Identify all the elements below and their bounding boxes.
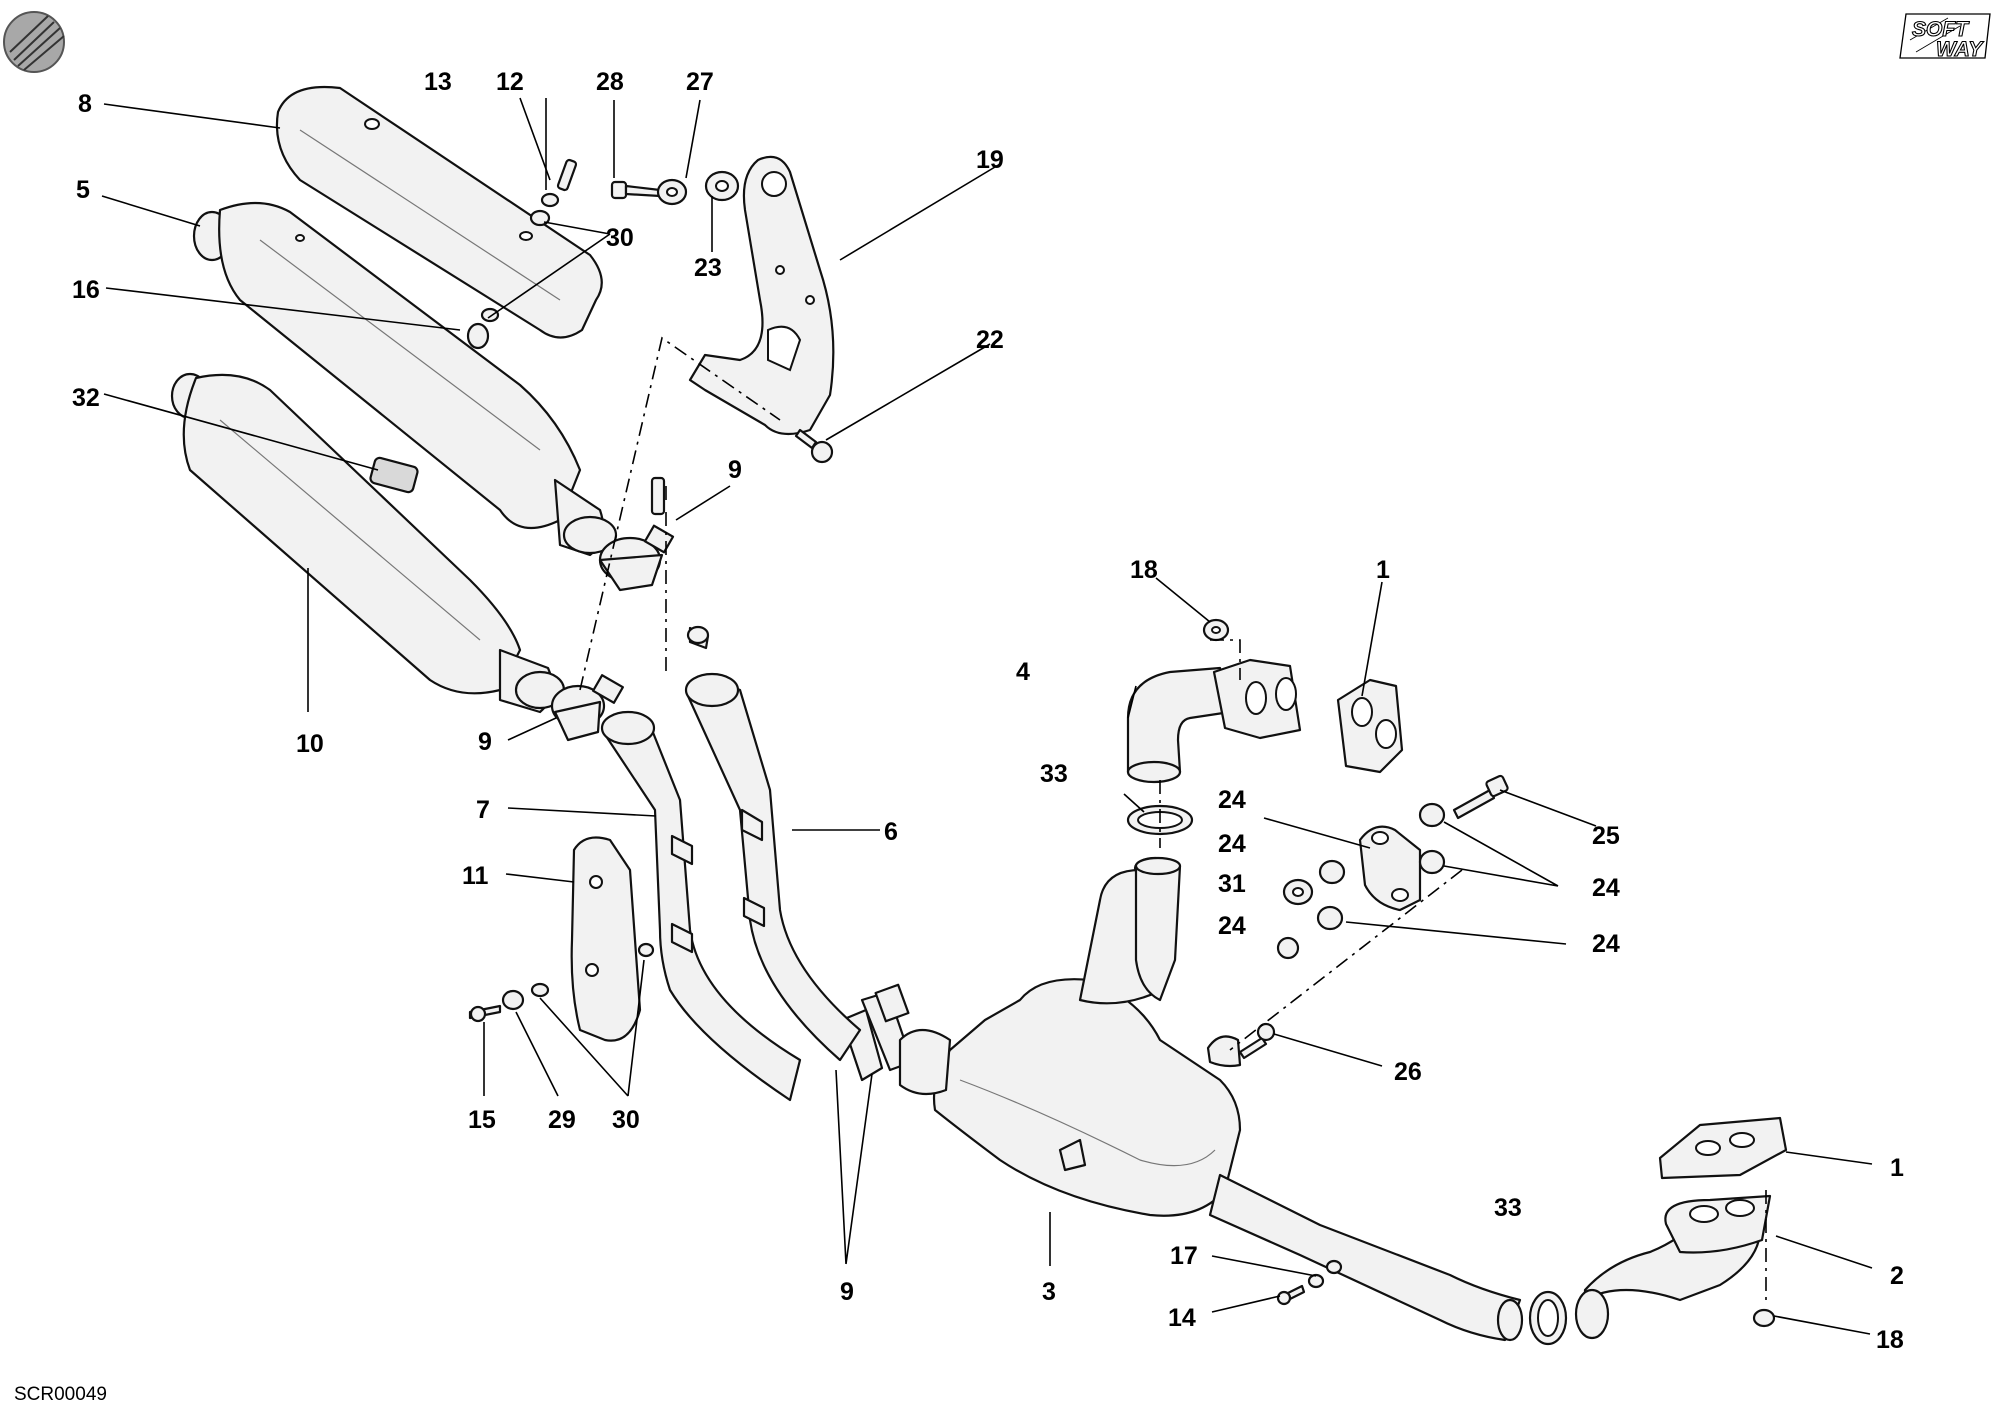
logo-line-2: WAY	[1936, 38, 1984, 61]
callout-14: 16	[72, 276, 100, 304]
logo-line-1: SOFT	[1912, 18, 1970, 41]
callout-5: 5	[76, 176, 90, 204]
leader-lines	[101, 97, 1873, 1335]
callout-30-top: 30	[606, 224, 634, 252]
rubbers-24	[1316, 802, 1446, 931]
callout-11: 11	[462, 862, 489, 890]
callout-33-top: 33	[1040, 760, 1068, 788]
rear-pipe	[1208, 1173, 1524, 1342]
bolt-26	[1238, 1022, 1276, 1060]
callout-4: 4	[1016, 658, 1030, 686]
callout-23: 24	[1592, 930, 1620, 958]
callout-20: 22	[976, 326, 1004, 354]
washer-13	[540, 192, 560, 208]
drawing-code: SCR00049	[14, 1384, 107, 1405]
callout-19: 19	[976, 146, 1004, 174]
silencer-upper	[192, 201, 618, 557]
callout-25: 25	[1592, 822, 1620, 850]
bolt-24-bottom	[1276, 936, 1300, 960]
callout-24-b: 24	[1218, 912, 1246, 940]
callout-32: 32	[72, 384, 100, 412]
callout-24-a: 24	[1218, 830, 1246, 858]
clamp-9-middle	[840, 983, 914, 1082]
corner-logo-disc	[3, 11, 65, 73]
nut-18-upper	[1202, 618, 1230, 642]
callout-13: 13	[424, 68, 452, 96]
callout-24-c: 24	[1592, 874, 1620, 902]
spacer-27	[656, 178, 688, 206]
callout-18-bottom: 18	[1876, 1326, 1904, 1354]
callout-17: 17	[1170, 1242, 1198, 1270]
connector-pipe	[1134, 856, 1182, 1002]
nut-9-top	[686, 625, 710, 645]
central-silencer-3	[898, 856, 1242, 1217]
fasteners-15-29-30	[468, 942, 655, 1023]
callout-6: 6	[884, 818, 898, 846]
callout-21: 23	[694, 254, 722, 282]
callout-15: 15	[468, 1106, 496, 1134]
callout-31: 31	[1218, 870, 1246, 898]
callout-28: 28	[596, 68, 624, 96]
bolts-16-17	[1276, 1259, 1343, 1306]
clamp-9-lower	[550, 674, 624, 742]
softway-logo: SOFT WAY	[1899, 13, 1991, 62]
nut-18-lower	[1752, 1308, 1776, 1328]
callout-7: 7	[476, 796, 490, 824]
silencer-lower	[170, 372, 566, 714]
heat-shield-11	[570, 836, 642, 1042]
assembly-lines	[579, 336, 1767, 1300]
bush-21	[704, 170, 740, 202]
flange-1-upper	[1336, 678, 1404, 774]
exhaust-header-4	[1126, 658, 1302, 784]
bolt-28	[610, 180, 662, 200]
callout-22: 24	[1218, 786, 1246, 814]
callout-29: 29	[548, 1106, 576, 1134]
link-pipe-7	[600, 710, 802, 1102]
callout-12: 12	[496, 68, 524, 96]
callout-27: 27	[686, 68, 714, 96]
heat-shield-upper	[275, 86, 603, 339]
bush-31	[1282, 878, 1314, 906]
callout-9-left: 9	[478, 728, 492, 756]
silencer-bracket	[688, 155, 835, 436]
bush-14	[466, 322, 490, 350]
callout-9-top: 9	[728, 456, 742, 484]
callout-33-bottom: 33	[1494, 1194, 1522, 1222]
screw-12	[556, 158, 578, 192]
callout-10: 10	[296, 730, 324, 758]
bolt-25	[1452, 774, 1509, 820]
exhaust-header-2	[1574, 1194, 1772, 1340]
washer-30-top	[480, 209, 551, 323]
bolt-20	[794, 428, 834, 464]
callout-3: 3	[1042, 1278, 1056, 1306]
clamp-9-upper	[598, 476, 710, 650]
callout-labels: 8 5 16 32 10 13 12 30 28 27 23 19 22 9 9…	[72, 68, 1904, 1354]
callout-1-top: 1	[1376, 556, 1390, 584]
gasket-33-lower	[1528, 1290, 1568, 1346]
callout-2: 2	[1890, 1262, 1904, 1290]
callout-18-top: 18	[1130, 556, 1158, 584]
callout-9-bottom: 9	[840, 1278, 854, 1306]
callout-16: 14	[1168, 1304, 1196, 1332]
callout-26: 26	[1394, 1058, 1422, 1086]
link-pipe-6	[670, 672, 862, 1062]
callout-8: 8	[78, 90, 92, 118]
flange-1-lower	[1658, 1116, 1788, 1180]
callout-1-bottom: 1	[1890, 1154, 1904, 1182]
mount-link-22	[1358, 825, 1422, 912]
callout-30-left: 30	[612, 1106, 640, 1134]
